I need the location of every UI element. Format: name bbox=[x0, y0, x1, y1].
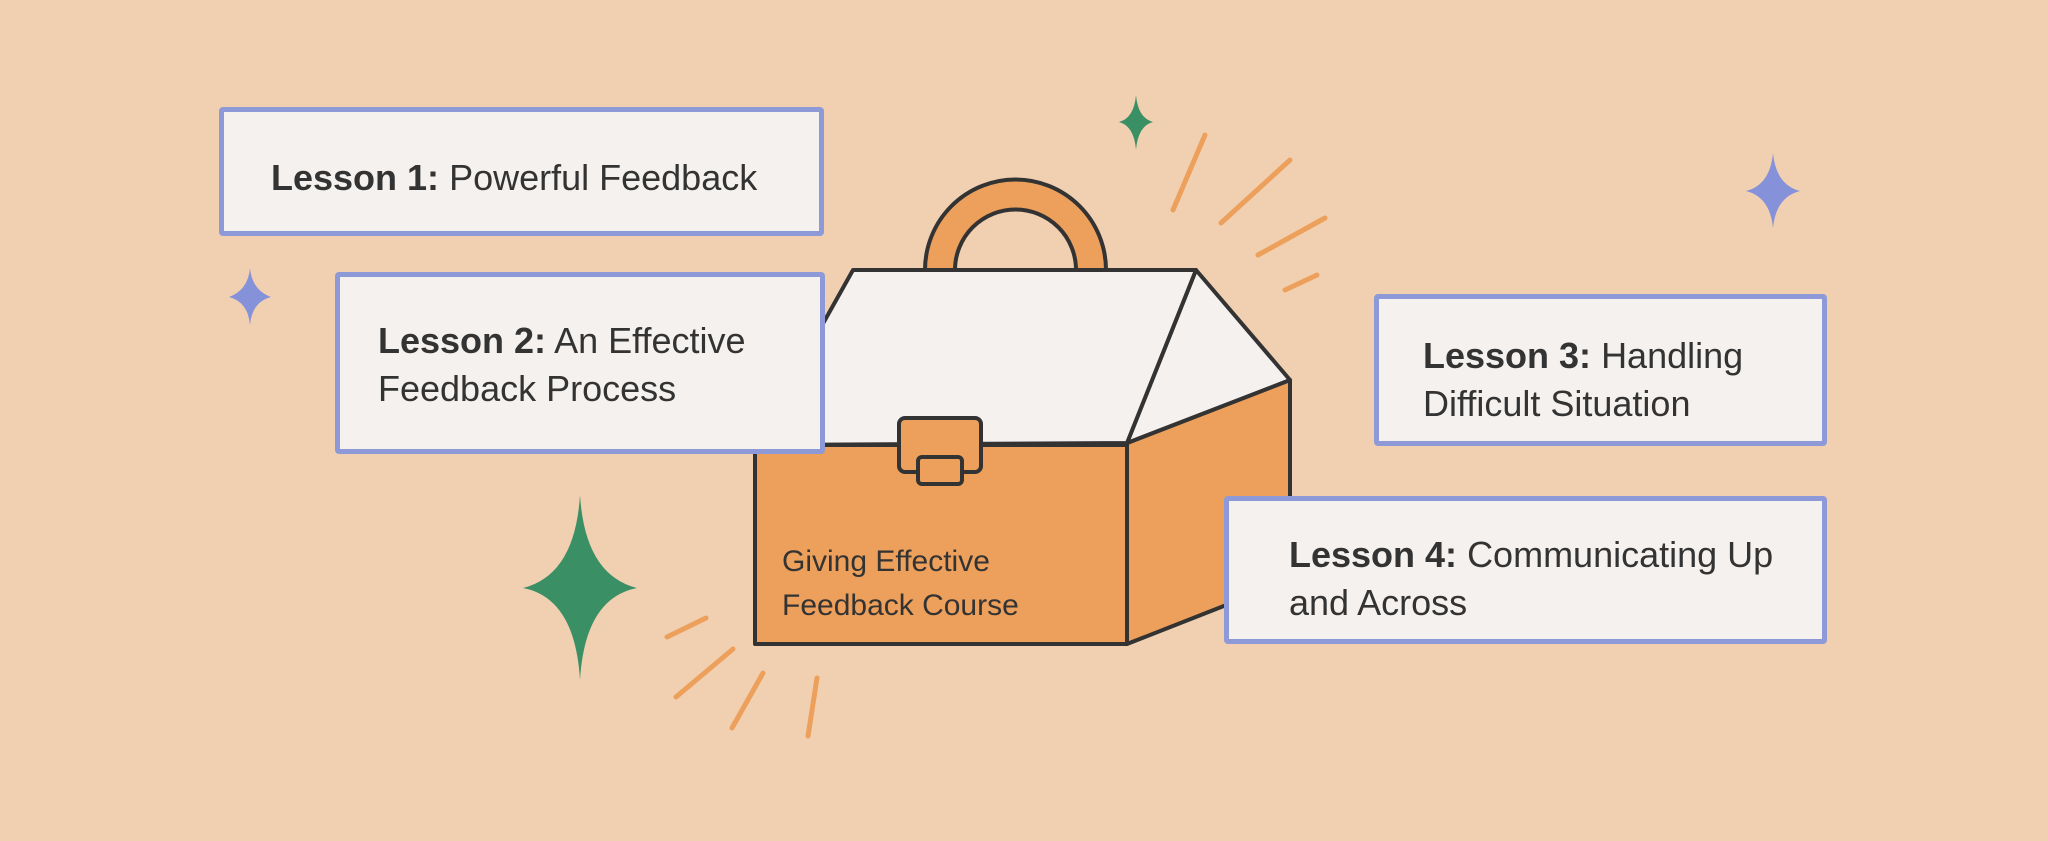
lesson-1-number: Lesson 1: bbox=[271, 157, 440, 198]
course-title: Giving Effective Feedback Course bbox=[782, 540, 1102, 628]
toolbox-handle bbox=[923, 177, 1108, 272]
blue-sparkle-right-icon bbox=[1746, 153, 1800, 228]
lesson-3-title: Handling Difficult Situation bbox=[1423, 335, 1744, 424]
course-title-line-2: Feedback Course bbox=[782, 589, 1019, 622]
sparkle-rays-bottom bbox=[664, 615, 820, 739]
lesson-card-1: Lesson 1: Powerful Feedback bbox=[219, 107, 824, 236]
lesson-1-title: Powerful Feedback bbox=[449, 157, 758, 198]
lesson-card-2: Lesson 2: An Effective Feedback Process bbox=[335, 272, 825, 454]
toolbox-latch-clasp bbox=[916, 455, 964, 486]
green-sparkle-small-icon bbox=[1119, 95, 1153, 150]
blue-sparkle-left-icon bbox=[229, 268, 271, 325]
lesson-card-3: Lesson 3: Handling Difficult Situation bbox=[1374, 294, 1827, 446]
lesson-4-number: Lesson 4: bbox=[1289, 534, 1458, 575]
lesson-4-title: Communicating Up and Across bbox=[1289, 534, 1774, 623]
lesson-2-number: Lesson 2: bbox=[378, 320, 547, 361]
course-title-line-1: Giving Effective bbox=[782, 545, 990, 578]
lesson-3-number: Lesson 3: bbox=[1423, 335, 1592, 376]
green-sparkle-large-icon bbox=[523, 495, 637, 680]
lesson-2-title: An Effective Feedback Process bbox=[378, 320, 746, 409]
sparkle-rays-top bbox=[1170, 132, 1328, 293]
lesson-card-4: Lesson 4: Communicating Up and Across bbox=[1224, 496, 1827, 644]
